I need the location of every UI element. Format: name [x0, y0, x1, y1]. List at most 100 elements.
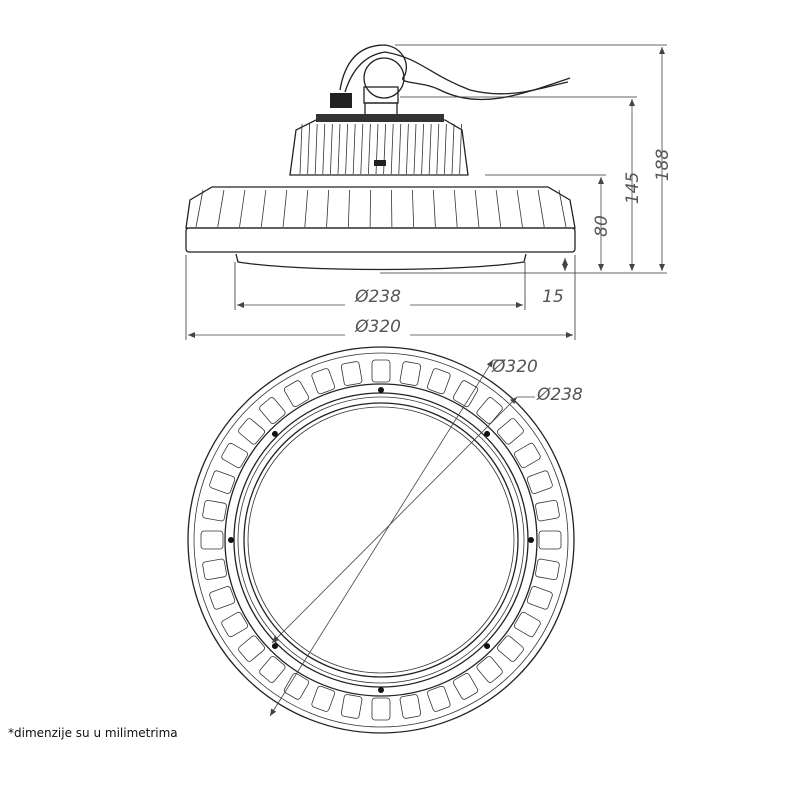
- housing-fin: [516, 189, 523, 228]
- vent-slot-outline: [371, 697, 391, 721]
- vent-slot: [427, 368, 451, 395]
- driver-fin: [390, 123, 394, 175]
- vent-slot: [497, 635, 524, 662]
- vent-slot: [238, 418, 265, 445]
- vent-slot-outline: [202, 499, 227, 522]
- vent-slot: [340, 361, 363, 386]
- housing-fin: [326, 189, 330, 228]
- driver-fin: [421, 123, 424, 175]
- vent-slot: [371, 697, 391, 721]
- vent-slot: [311, 685, 335, 712]
- cable-loop: [363, 57, 405, 99]
- vent-slot-outline: [311, 685, 335, 712]
- vent-slot-outline: [200, 530, 224, 550]
- vent-slots: [200, 359, 562, 721]
- side-view: 188 145 80 15 Ø238 Ø320: [185, 44, 673, 340]
- driver-fin: [307, 123, 310, 175]
- vent-slot: [259, 397, 286, 424]
- dim-body-height: 145: [623, 172, 643, 204]
- vent-slot: [238, 635, 265, 662]
- housing-fin: [474, 189, 480, 228]
- driver-fin: [352, 123, 356, 175]
- vent-slot-outline: [514, 442, 541, 469]
- vent-slot: [535, 558, 560, 581]
- housing-fin: [347, 189, 350, 228]
- vent-slot: [209, 470, 236, 494]
- lens: [235, 253, 527, 271]
- vent-slot-outline: [259, 397, 286, 424]
- screws: [228, 387, 534, 693]
- housing-flange: [185, 227, 576, 253]
- vent-slot-outline: [221, 611, 248, 638]
- driver-fin: [383, 123, 386, 175]
- driver-fin: [375, 123, 379, 175]
- vent-slot: [427, 685, 451, 712]
- dim-outer-diameter: Ø320: [491, 357, 538, 377]
- driver-fin: [406, 123, 409, 175]
- dim-overall-height: 188: [653, 149, 673, 182]
- driver-fin: [322, 123, 326, 175]
- vent-slot: [259, 656, 286, 683]
- vent-slot: [399, 361, 422, 386]
- driver-fin: [368, 123, 371, 175]
- vent-slot-outline: [238, 635, 265, 662]
- main-housing: [185, 186, 576, 229]
- vent-slot-outline: [221, 442, 248, 469]
- dim-housing-height: 80: [592, 215, 612, 237]
- vent-slot-outline: [238, 418, 265, 445]
- vent-slot: [221, 442, 248, 469]
- driver-fin: [299, 123, 303, 175]
- driver-fin: [413, 123, 417, 175]
- dim-lens-diameter-bottom: Ø238: [536, 385, 583, 405]
- housing-fin: [217, 189, 225, 228]
- screw-icon: [378, 687, 384, 693]
- vent-slot-outline: [526, 586, 553, 610]
- vent-slot-outline: [535, 558, 560, 581]
- footnote: *dimenzije su u milimetrima: [8, 726, 178, 740]
- driver-fin: [444, 123, 447, 175]
- vent-slot-outline: [535, 499, 560, 522]
- driver-fin: [360, 123, 364, 175]
- vent-slot: [476, 397, 503, 424]
- main-housing-fins: [195, 189, 567, 228]
- vent-slot: [526, 586, 553, 610]
- dim-housing-diameter: Ø320: [354, 317, 401, 337]
- screw-icon: [484, 430, 491, 437]
- vent-slot: [209, 586, 236, 610]
- vent-slot-outline: [399, 361, 422, 386]
- vent-slot: [535, 499, 560, 522]
- driver-fin: [314, 123, 318, 175]
- vent-slot-outline: [340, 694, 363, 719]
- vent-slot-outline: [476, 397, 503, 424]
- dim-lens-height: 15: [542, 287, 564, 307]
- housing-fin: [260, 189, 267, 228]
- vent-slot: [514, 611, 541, 638]
- vent-slot-outline: [399, 694, 422, 719]
- vent-slot: [476, 656, 503, 683]
- vent-slot: [526, 470, 553, 494]
- housing-fin: [282, 189, 288, 228]
- screw-icon: [228, 537, 234, 543]
- vent-slot: [538, 530, 562, 550]
- driver-fins: [299, 123, 462, 175]
- screw-icon: [271, 430, 278, 437]
- vent-slot: [371, 359, 391, 383]
- cable-gland: [330, 93, 352, 108]
- driver-fin: [345, 123, 348, 175]
- housing-fin: [412, 189, 415, 228]
- screw-icon: [271, 643, 278, 650]
- driver-fin: [398, 123, 402, 175]
- vent-slot-outline: [340, 361, 363, 386]
- driver-fin: [451, 123, 455, 175]
- vent-slot-outline: [371, 359, 391, 383]
- vent-slot: [202, 558, 227, 581]
- vent-slot: [311, 368, 335, 395]
- vent-slot: [497, 418, 524, 445]
- vent-slot: [399, 694, 422, 719]
- cable: [339, 44, 571, 101]
- lens-circle: [243, 402, 519, 678]
- vent-slot-outline: [497, 635, 524, 662]
- vent-slot-outline: [538, 530, 562, 550]
- housing-fin: [195, 189, 204, 228]
